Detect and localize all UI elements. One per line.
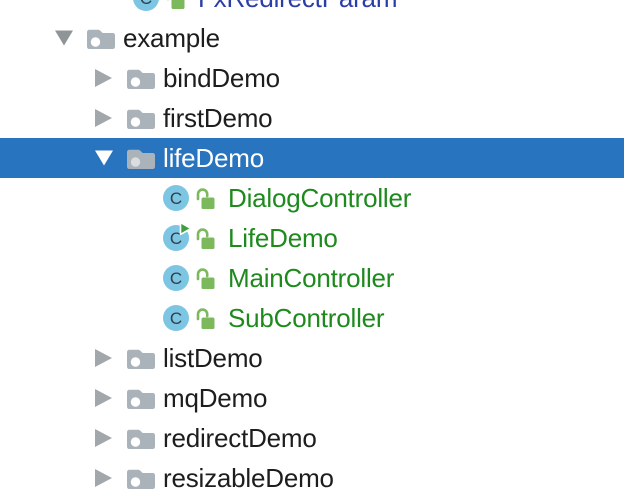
folder-icon	[125, 345, 157, 372]
tree-row-lifedemo[interactable]: lifeDemo	[0, 138, 624, 178]
tree-item-label: listDemo	[163, 342, 263, 373]
folder-icon	[125, 145, 157, 172]
tree-row-fxredirectparam[interactable]: C FxRedirectParam	[0, 0, 632, 18]
folder-icon	[125, 65, 157, 92]
unlocked-icon	[195, 267, 216, 290]
class-icon: C	[163, 265, 189, 291]
class-icon-letter: C	[140, 0, 152, 7]
tree-row-maincontroller[interactable]: C MainController	[0, 258, 632, 298]
chevron-right-icon[interactable]	[95, 108, 113, 128]
class-icon: C	[163, 221, 193, 251]
run-overlay-icon	[178, 221, 193, 236]
tree-row-firstdemo[interactable]: firstDemo	[0, 98, 632, 138]
tree-item-label: firstDemo	[163, 102, 273, 133]
tree-row-mqdemo[interactable]: mqDemo	[0, 378, 632, 418]
class-icon: C	[163, 305, 189, 331]
tree-row-subcontroller[interactable]: C SubController	[0, 298, 632, 338]
tree-item-label: bindDemo	[163, 62, 280, 93]
class-icon-letter: C	[169, 188, 183, 208]
tree-item-label: mqDemo	[163, 382, 268, 413]
chevron-right-icon[interactable]	[95, 468, 113, 488]
chevron-down-icon[interactable]	[55, 28, 73, 48]
class-icon-letter: C	[169, 308, 183, 328]
folder-icon	[125, 465, 157, 492]
tree-item-label: example	[123, 22, 220, 53]
tree-item-label: resizableDemo	[163, 462, 334, 493]
class-icon: C	[163, 185, 189, 211]
class-icon: C	[133, 0, 159, 11]
tree-item-label: MainController	[228, 262, 395, 293]
tree-item-label: LifeDemo	[228, 222, 338, 253]
chevron-down-icon[interactable]	[95, 148, 113, 168]
chevron-right-icon[interactable]	[95, 348, 113, 368]
unlocked-icon	[195, 187, 216, 210]
tree-item-label: SubController	[228, 302, 385, 333]
folder-icon	[125, 425, 157, 452]
chevron-right-icon[interactable]	[95, 68, 113, 88]
unlocked-icon	[165, 0, 186, 10]
tree-row-binddemo[interactable]: bindDemo	[0, 58, 632, 98]
folder-icon	[85, 25, 117, 52]
chevron-right-icon[interactable]	[95, 428, 113, 448]
folder-icon	[125, 385, 157, 412]
tree-row-example[interactable]: example	[0, 18, 632, 58]
class-icon-letter: C	[169, 268, 183, 288]
tree-item-label: FxRedirectParam	[198, 0, 397, 14]
tree-row-dialogcontroller[interactable]: C DialogController	[0, 178, 632, 218]
chevron-right-icon[interactable]	[95, 388, 113, 408]
tree-row-lifedemo-class[interactable]: C LifeDemo	[0, 218, 632, 258]
tree-row-redirectdemo[interactable]: redirectDemo	[0, 418, 632, 458]
tree-item-label: redirectDemo	[163, 422, 317, 453]
unlocked-icon	[195, 307, 216, 330]
folder-icon	[125, 105, 157, 132]
tree-item-label: lifeDemo	[163, 142, 264, 173]
class-icon-letter: C	[169, 228, 183, 248]
tree-item-label: DialogController	[228, 182, 412, 213]
unlocked-icon	[195, 227, 216, 250]
tree-row-listdemo[interactable]: listDemo	[0, 338, 632, 378]
tree-row-resizabledemo[interactable]: resizableDemo	[0, 458, 632, 498]
